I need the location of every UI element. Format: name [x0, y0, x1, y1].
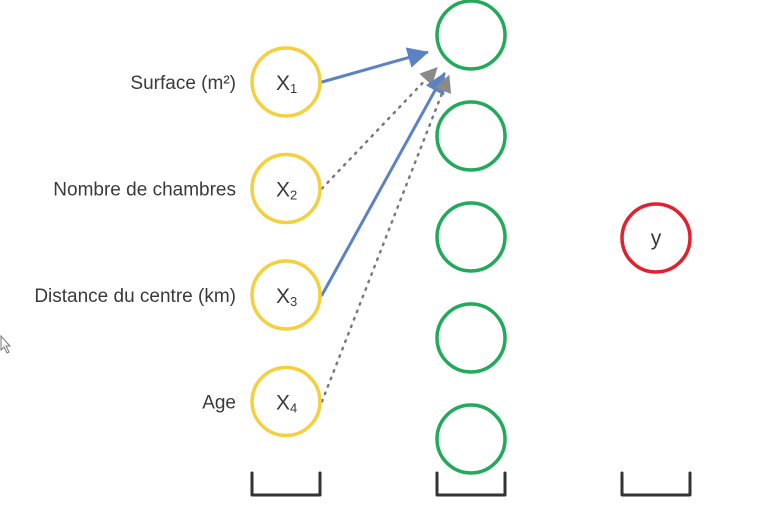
- hidden-layer: [435, 0, 507, 475]
- feature-label-4: Age: [202, 393, 236, 414]
- hidden-node-5: [435, 403, 507, 475]
- output-node-label: y: [651, 227, 662, 250]
- input-node-label-1: X1: [276, 72, 297, 96]
- hidden-node-3: [435, 201, 507, 273]
- feature-label-2: Nombre de chambres: [53, 180, 236, 201]
- input-node-2: [250, 152, 322, 225]
- input-node-3: [250, 259, 322, 331]
- layer-brackets: [250, 471, 692, 497]
- input-node-1: [250, 46, 322, 118]
- connection-x1-h1: [320, 47, 429, 84]
- hidden-node-1: [435, 0, 507, 71]
- output-node: [620, 202, 692, 274]
- mouse-pointer-icon: [0, 334, 12, 354]
- output-layer: y: [620, 202, 692, 274]
- hidden-node-2: [435, 100, 507, 172]
- connection-x3-h1: [320, 72, 446, 297]
- input-node-label-4: X4: [276, 392, 297, 416]
- connection-x2-h1: [320, 66, 438, 190]
- input-node-4: [250, 365, 322, 438]
- feature-label-3: Distance du centre (km): [34, 286, 236, 307]
- output-layer-bracket: [620, 471, 692, 497]
- input-layer-bracket: [250, 471, 322, 497]
- input-node-label-2: X2: [276, 179, 297, 203]
- hidden-layer-bracket: [435, 471, 507, 497]
- feature-label-1: Surface (m²): [130, 73, 236, 94]
- hidden-node-4: [435, 302, 507, 374]
- connection-x4-h1: [320, 74, 452, 403]
- connections: [320, 47, 452, 403]
- input-node-label-3: X3: [276, 285, 297, 309]
